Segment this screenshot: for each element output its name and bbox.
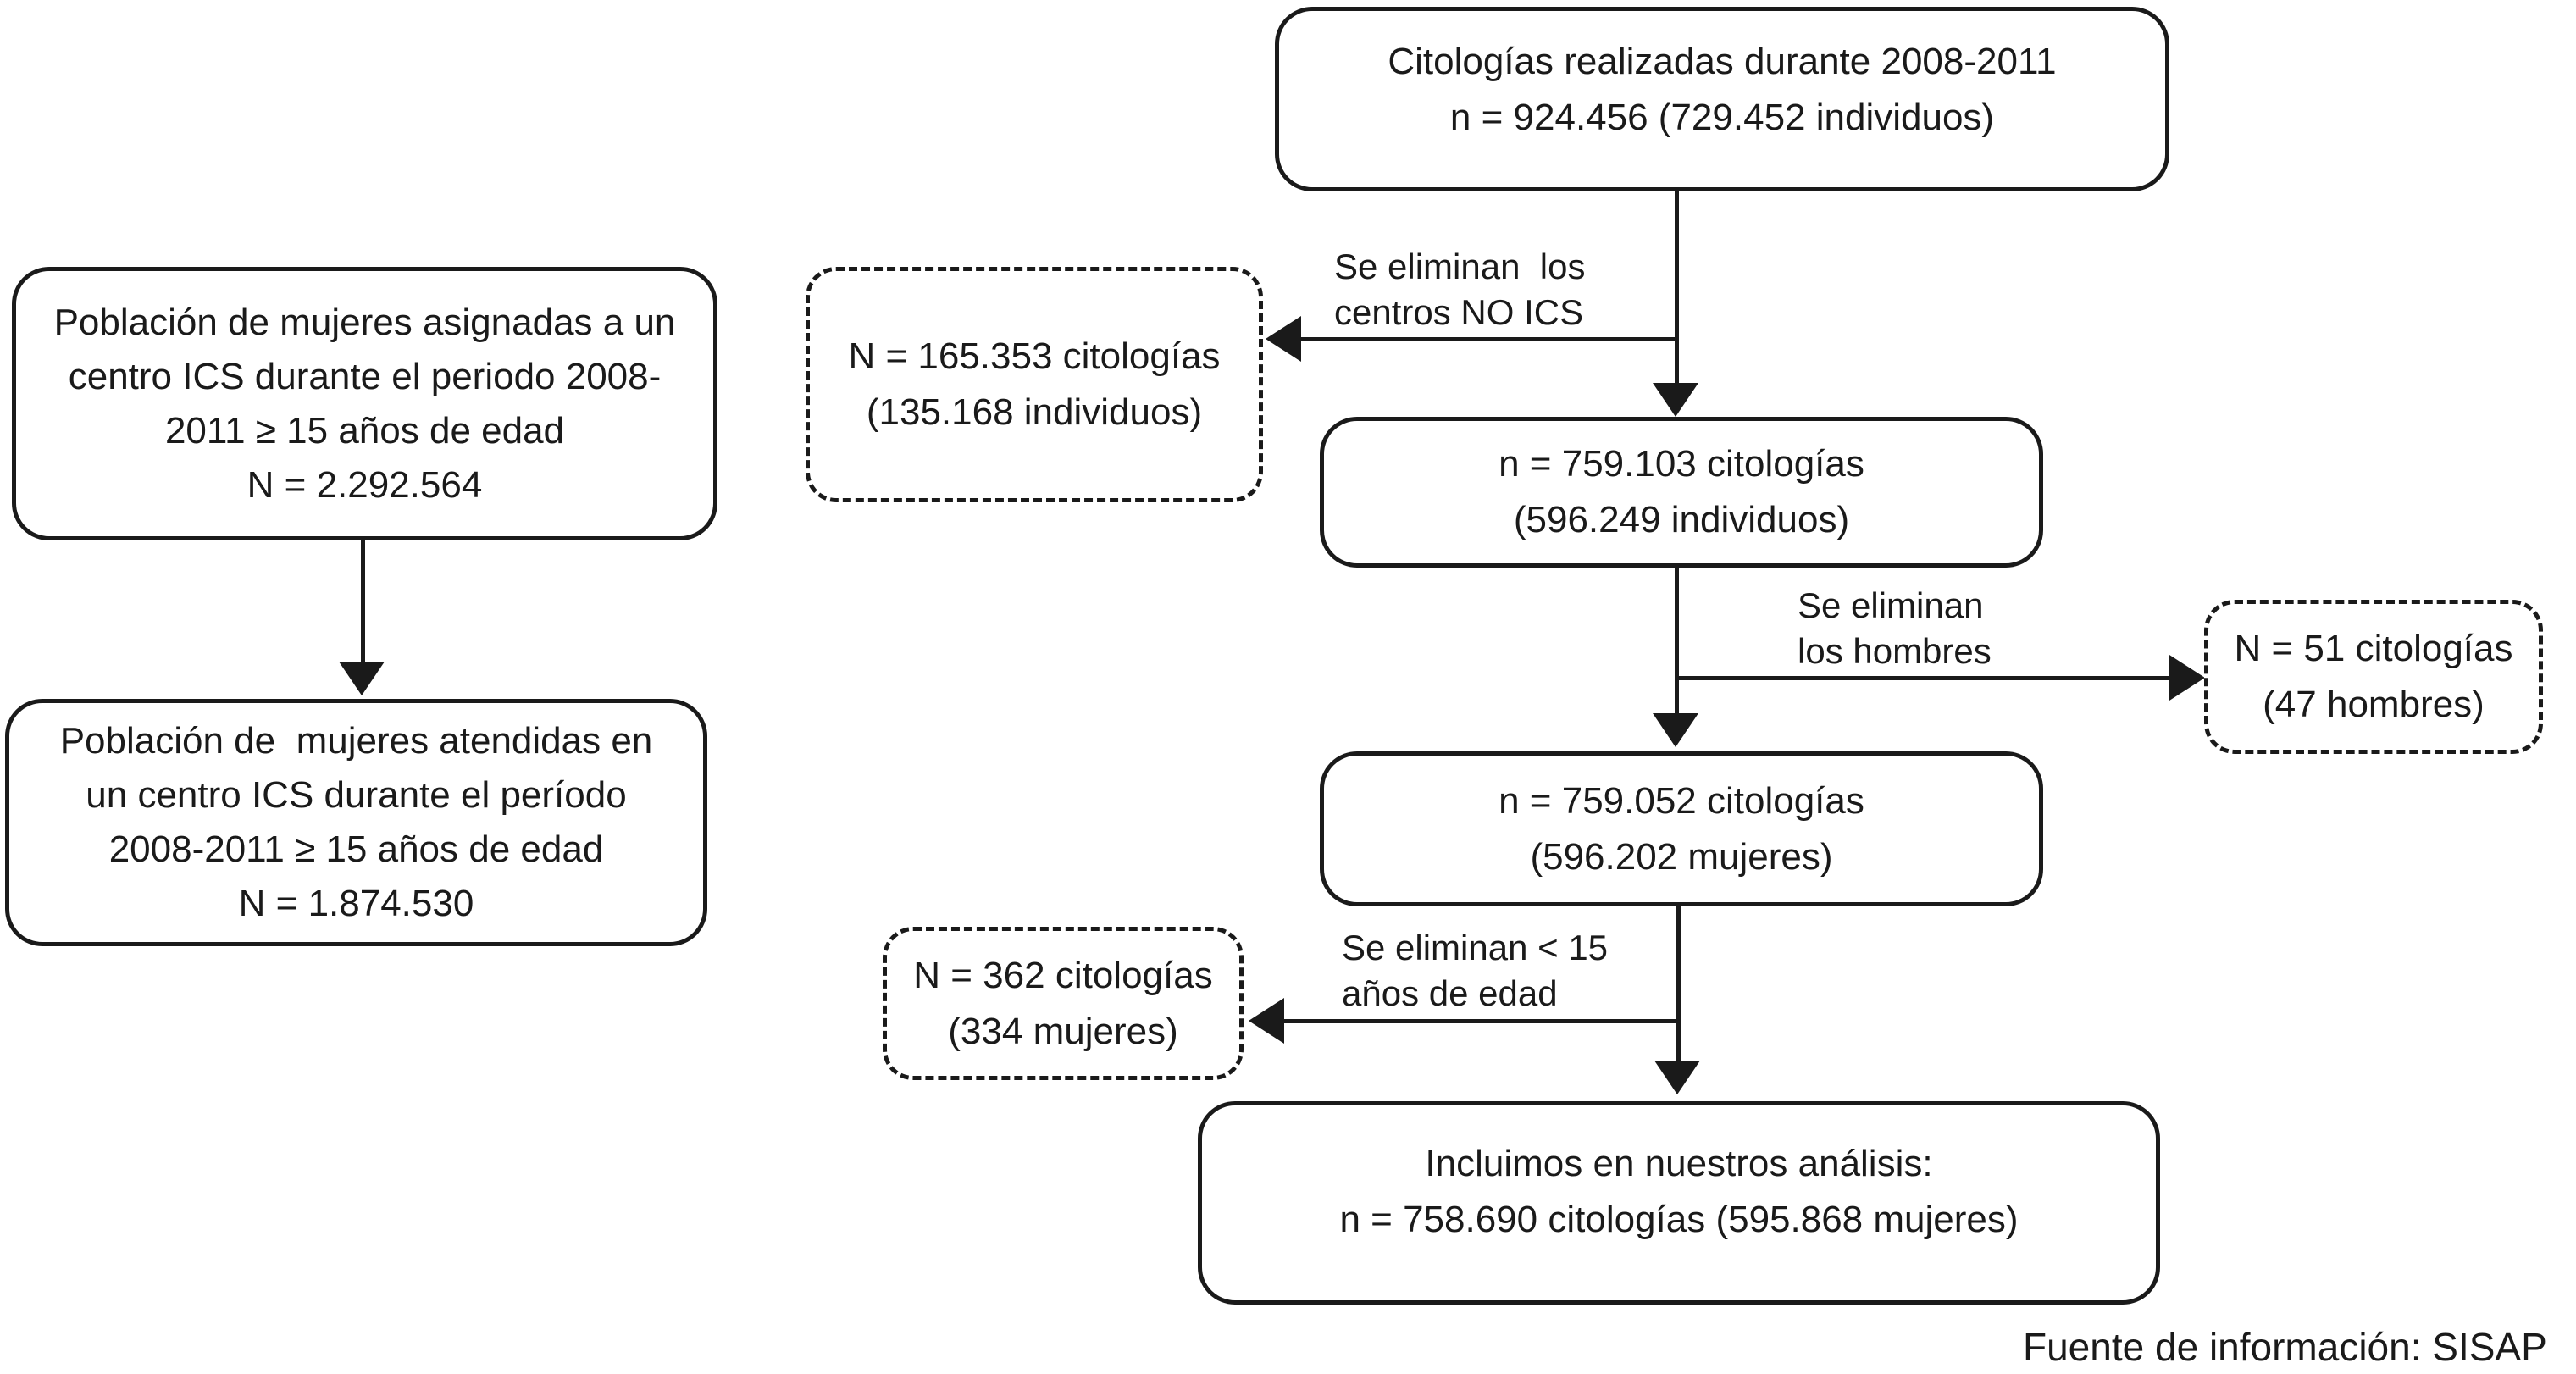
- box-included-final: Incluimos en nuestros análisis: n = 758.…: [1198, 1101, 2160, 1305]
- text-line: los hombres: [1798, 631, 1992, 671]
- box-cytologies-ics: n = 759.103 citologías (596.249 individu…: [1320, 417, 2043, 568]
- text-line: años de edad: [1342, 973, 1558, 1013]
- dashed-box-excluded-men: N = 51 citologías (47 hombres): [2204, 600, 2543, 754]
- text-line: Se eliminan: [1798, 585, 1984, 625]
- text-line: (47 hombres): [2263, 684, 2485, 725]
- text-line: n = 759.052 citologías: [1499, 779, 1864, 822]
- dashed-box-excluded-non-ics: N = 165.353 citologías (135.168 individu…: [806, 267, 1263, 502]
- text-line: N = 51 citologías: [2234, 628, 2513, 669]
- branch-excluded-non-ics: [1299, 337, 1679, 341]
- edge-label-non-ics: Se eliminan los centros NO ICS: [1334, 244, 1585, 335]
- text-line: Población de mujeres asignadas a un: [53, 301, 676, 343]
- text-line: n = 759.103 citologías: [1499, 443, 1864, 485]
- text-line: n = 758.690 citologías (595.868 mujeres): [1339, 1199, 2019, 1240]
- text-line: Se eliminan los: [1334, 247, 1586, 286]
- source-note: Fuente de información: SISAP: [2023, 1325, 2547, 1369]
- branch-excluded-under15: [1282, 1019, 1681, 1023]
- text-line: Citologías realizadas durante 2008-2011: [1388, 41, 2057, 82]
- connector-total-to-ics: [1675, 191, 1679, 394]
- arrowhead-down-icon: [1653, 713, 1698, 747]
- text-line: un centro ICS durante el período: [86, 774, 627, 816]
- edge-label-under15: Se eliminan < 15 años de edad: [1342, 925, 1608, 1017]
- arrowhead-right-icon: [2169, 655, 2205, 701]
- text-line: (135.168 individuos): [866, 391, 1203, 433]
- connector-assigned-to-attended: [361, 540, 365, 663]
- text-line: 2008-2011 ≥ 15 años de edad: [108, 828, 604, 870]
- text-line: centro ICS durante el periodo 2008-: [68, 355, 662, 397]
- text-line: (596.249 individuos): [1513, 499, 1850, 540]
- dashed-box-excluded-under15: N = 362 citologías (334 mujeres): [883, 927, 1244, 1080]
- box-women-attended: Población de mujeres atendidas en un cen…: [5, 699, 707, 946]
- text-line: Incluimos en nuestros análisis:: [1425, 1143, 1933, 1184]
- text-line: (596.202 mujeres): [1530, 835, 1833, 878]
- text-line: 2011 ≥ 15 años de edad: [164, 409, 565, 452]
- text-line: Se eliminan < 15: [1342, 928, 1609, 967]
- text-line: centros NO ICS: [1334, 292, 1584, 332]
- text-line: N = 362 citologías: [913, 954, 1213, 996]
- arrowhead-left-icon: [1266, 316, 1301, 362]
- text-line: N = 2.292.564: [247, 463, 483, 506]
- arrowhead-left-icon: [1249, 998, 1284, 1044]
- text-line: N = 165.353 citologías: [848, 335, 1221, 377]
- text-line: N = 1.874.530: [238, 883, 474, 924]
- arrowhead-down-icon: [1654, 1061, 1700, 1094]
- arrowhead-down-icon: [339, 662, 385, 695]
- box-cytologies-women: n = 759.052 citologías (596.202 mujeres): [1320, 751, 2043, 906]
- text-line: n = 924.456 (729.452 individuos): [1449, 97, 1995, 138]
- connector-ics-to-women: [1675, 568, 1679, 716]
- box-women-assigned: Población de mujeres asignadas a un cent…: [12, 267, 717, 540]
- edge-label-men: Se eliminan los hombres: [1798, 583, 1992, 674]
- text-line: (334 mujeres): [948, 1010, 1178, 1052]
- text-line: Población de mujeres atendidas en: [59, 720, 653, 762]
- box-cytologies-total: Citologías realizadas durante 2008-2011 …: [1275, 7, 2169, 191]
- branch-excluded-men: [1677, 676, 2171, 680]
- arrowhead-down-icon: [1653, 383, 1698, 417]
- connector-women-to-final: [1676, 906, 1681, 1063]
